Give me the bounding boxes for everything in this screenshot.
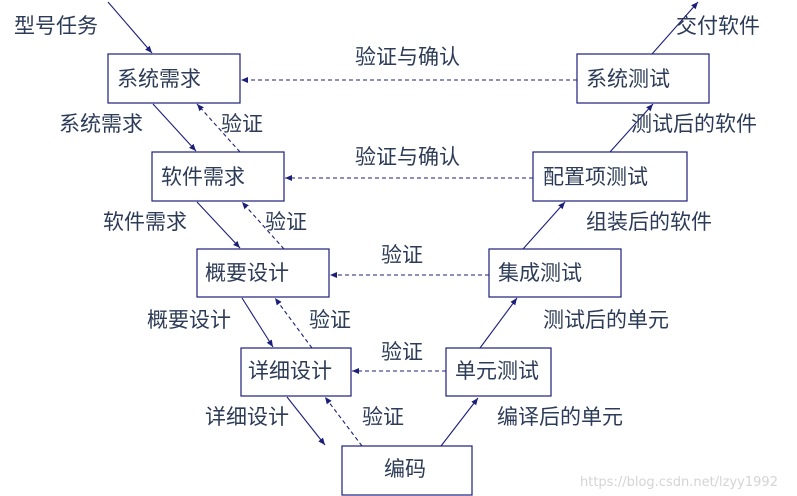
label-verify-3: 验证 [309, 308, 351, 332]
verify-arrow-4 [324, 396, 363, 447]
label-up-4: 测试后的软件 [631, 112, 757, 136]
verify-arrow-1 [196, 103, 241, 153]
label-output: 交付软件 [676, 14, 760, 38]
box-unit-test: 单元测试 [445, 347, 552, 397]
box-label: 软件需求 [161, 165, 245, 189]
label-verify-4: 验证 [362, 405, 404, 429]
watermark: https://blog.csdn.net/lzyy1992 [580, 475, 778, 490]
up-arrow-2 [479, 297, 518, 349]
box-system-test: 系统测试 [576, 53, 710, 104]
box-label: 配置项测试 [543, 165, 648, 189]
box-label: 集成测试 [498, 261, 582, 285]
box-integration-test: 集成测试 [488, 248, 622, 298]
label-down-1: 系统需求 [59, 112, 143, 136]
up-arrow-1 [440, 397, 479, 447]
box-label: 概要设计 [205, 261, 289, 285]
box-detail-design: 详细设计 [240, 347, 352, 397]
label-up-3: 组装后的软件 [586, 210, 712, 234]
box-system-req: 系统需求 [107, 53, 241, 104]
box-software-req: 软件需求 [151, 151, 285, 202]
label-up-2: 测试后的单元 [543, 308, 669, 332]
up-arrow-4 [609, 103, 654, 153]
label-verify-h-4: 验证 [381, 340, 423, 364]
down-arrow-1 [152, 103, 197, 152]
box-label: 详细设计 [248, 359, 332, 383]
label-vv-2: 验证与确认 [355, 145, 460, 169]
label-down-4: 详细设计 [205, 405, 289, 429]
label-down-3: 概要设计 [147, 308, 231, 332]
box-label: 编码 [384, 457, 426, 481]
input-arrow [107, 1, 153, 54]
box-ci-test: 配置项测试 [532, 151, 688, 202]
label-verify-h-3: 验证 [381, 243, 423, 267]
output-arrow [651, 1, 699, 55]
label-down-2: 软件需求 [103, 210, 187, 234]
label-input: 型号任务 [14, 14, 98, 38]
label-vv-1: 验证与确认 [355, 45, 460, 69]
label-verify-1: 验证 [221, 112, 263, 136]
box-label: 系统需求 [117, 67, 201, 91]
verify-arrow-3 [274, 297, 313, 349]
verify-arrow-2 [241, 201, 285, 250]
box-label: 单元测试 [455, 359, 539, 383]
down-arrow-3 [241, 297, 274, 348]
box-prelim-design: 概要设计 [196, 248, 330, 298]
box-label: 系统测试 [586, 67, 670, 91]
label-verify-2: 验证 [265, 210, 307, 234]
up-arrow-3 [522, 201, 566, 250]
box-coding: 编码 [341, 445, 473, 496]
down-arrow-2 [196, 201, 241, 249]
down-arrow-4 [286, 396, 326, 446]
label-up-1: 编译后的单元 [497, 405, 623, 429]
